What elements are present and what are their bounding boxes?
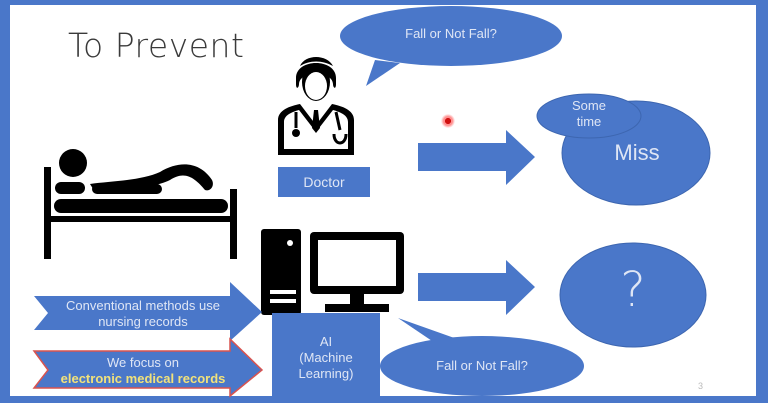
- laser-pointer-icon: [441, 114, 455, 128]
- slide-title: To Prevent: [68, 26, 245, 65]
- doctor-icon: [278, 57, 354, 155]
- sometime-line2: time: [576, 114, 602, 129]
- desktop-computer-icon: [261, 229, 404, 315]
- conventional-line2: nursing records: [98, 314, 188, 329]
- unknown-result-ellipse: [559, 242, 707, 348]
- conventional-input-text: Conventional methods use nursing records: [48, 298, 238, 330]
- emr-input-text: We focus on electronic medical records: [48, 355, 238, 387]
- doctor-speech-text: Fall or Not Fall?: [405, 26, 497, 41]
- input-chevron-conventional: [34, 282, 262, 341]
- patient-in-bed-icon: [44, 149, 237, 259]
- ai-label-line3: Learning): [298, 366, 354, 381]
- ai-speech-text: Fall or Not Fall?: [436, 358, 528, 373]
- emr-line1: We focus on: [106, 355, 180, 370]
- ai-label-box: [272, 313, 380, 396]
- doctor-label: Doctor: [303, 174, 345, 190]
- conventional-line1: Conventional methods use: [66, 298, 220, 313]
- unknown-result-text: ?: [620, 262, 646, 318]
- input-chevron-emr: [32, 337, 264, 398]
- sometime-text: Some time: [537, 98, 641, 130]
- sometime-line1: Some: [572, 98, 606, 113]
- miss-text: Miss: [614, 140, 660, 165]
- arrow-right-icon: [418, 260, 535, 315]
- ai-label-line1: AI: [319, 334, 333, 349]
- page-number: 3: [698, 381, 704, 391]
- ai-speech-bubble: [380, 318, 584, 396]
- doctor-speech-bubble: [340, 6, 562, 86]
- sometime-ellipse: [536, 93, 642, 139]
- doctor-label-box: [278, 167, 370, 197]
- ai-label: AI (Machine Learning): [272, 334, 380, 382]
- emr-line2-highlight: electronic medical records: [60, 371, 226, 386]
- arrow-right-icon: [418, 130, 535, 185]
- ai-label-line2: (Machine: [299, 350, 353, 365]
